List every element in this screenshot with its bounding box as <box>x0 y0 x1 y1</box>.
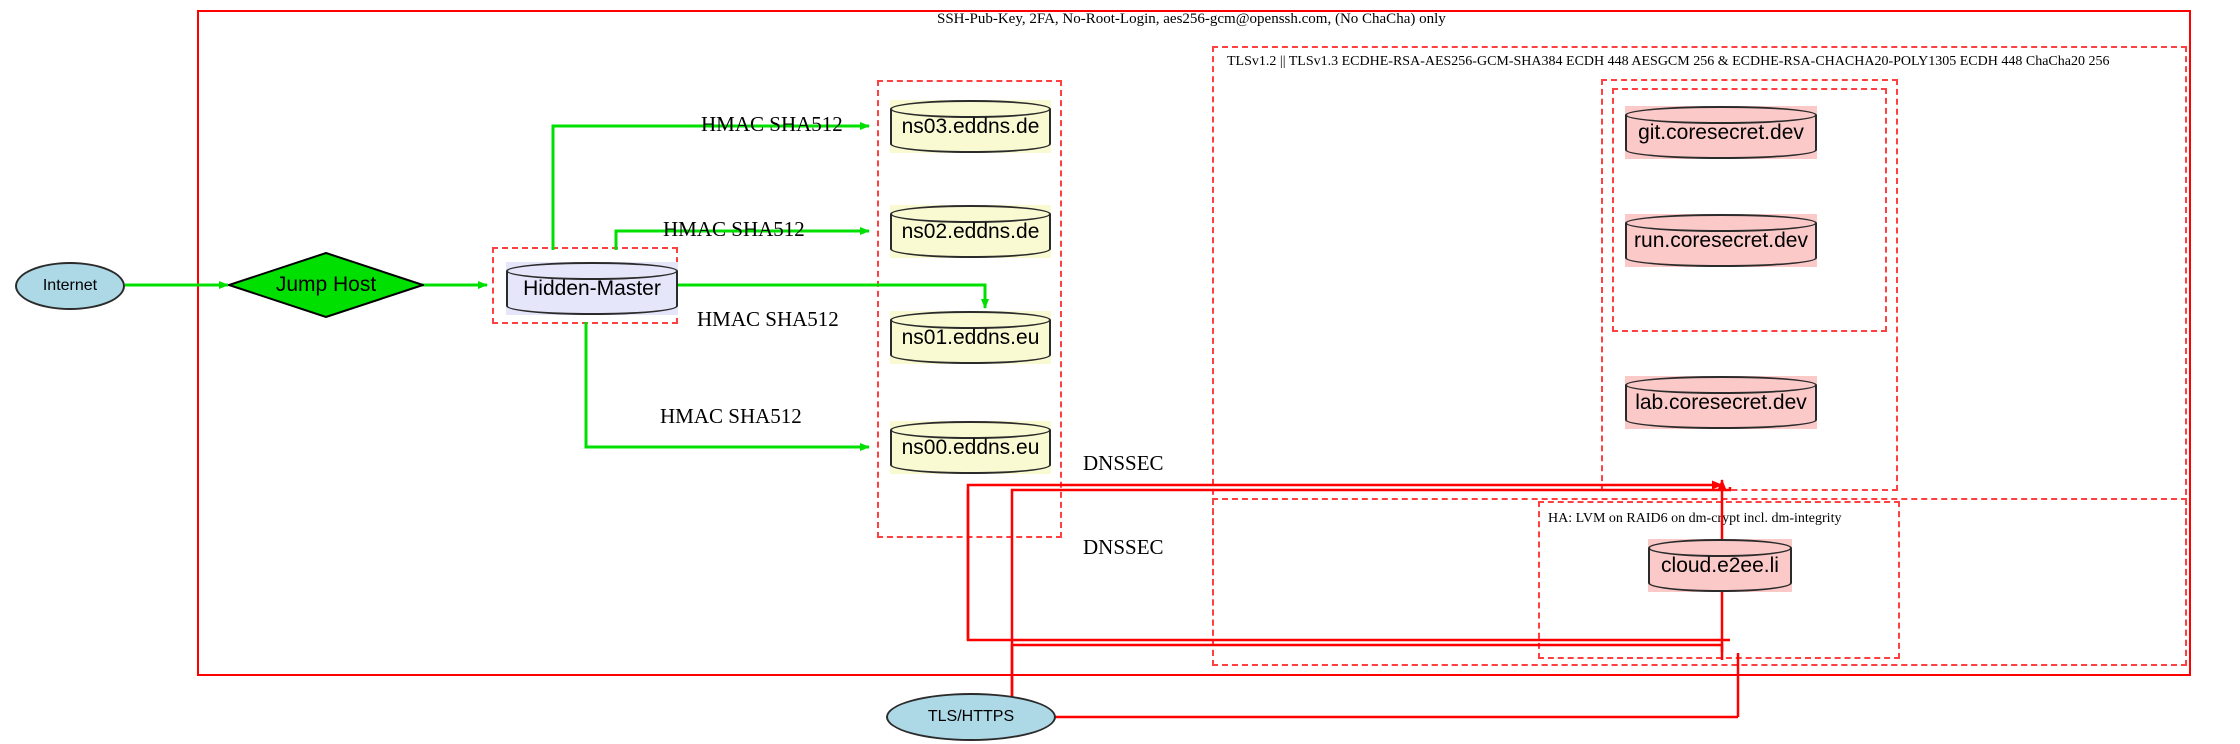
node-cloud-e2ee[interactable]: cloud.e2ee.li <box>1648 539 1792 592</box>
node-jump-host-label: Jump Host <box>275 273 377 296</box>
cylinder-shape <box>890 100 1051 153</box>
node-ns00[interactable]: ns00.eddns.eu <box>890 421 1051 474</box>
node-ns02-label: ns02.eddns.de <box>901 220 1040 243</box>
node-ns02[interactable]: ns02.eddns.de <box>890 205 1051 258</box>
cluster-coresecret-services <box>1601 79 1898 491</box>
node-hidden-master[interactable]: Hidden-Master <box>506 262 678 315</box>
cylinder-shape <box>890 311 1051 364</box>
cluster-coresecret-inner <box>1612 88 1887 332</box>
cylinder-shape <box>506 262 678 315</box>
node-ns03-label: ns03.eddns.de <box>901 115 1040 138</box>
diamond-shape <box>228 252 424 318</box>
edge-label-hmac-ns00: HMAC SHA512 <box>660 404 802 428</box>
cylinder-shape <box>890 421 1051 474</box>
edge-label-dnssec-upper: DNSSEC <box>1083 451 1164 475</box>
edge-label-hmac-ns01: HMAC SHA512 <box>697 307 839 331</box>
edge-label-hmac-ns03: HMAC SHA512 <box>701 112 843 136</box>
node-ns01[interactable]: ns01.eddns.eu <box>890 311 1051 364</box>
node-cloud-e2ee-label: cloud.e2ee.li <box>1661 554 1779 577</box>
edge-label-hmac-ns02: HMAC SHA512 <box>663 217 805 241</box>
node-run-coresecret-label: run.coresecret.dev <box>1634 229 1808 252</box>
node-hidden-master-label: Hidden-Master <box>523 277 661 300</box>
node-ns00-label: ns00.eddns.eu <box>901 436 1040 459</box>
cluster-tls-policy-label: TLSv1.2 || TLSv1.3 ECDHE-RSA-AES256-GCM-… <box>1227 54 2110 69</box>
cylinder-shape <box>1625 376 1817 429</box>
node-internet-label: Internet <box>42 277 98 294</box>
node-ns01-label: ns01.eddns.eu <box>901 326 1040 349</box>
node-ns03[interactable]: ns03.eddns.de <box>890 100 1051 153</box>
cylinder-shape <box>1648 539 1792 592</box>
node-lab-coresecret-label: lab.coresecret.dev <box>1635 391 1807 414</box>
node-internet[interactable]: Internet <box>15 262 125 310</box>
node-run-coresecret[interactable]: run.coresecret.dev <box>1625 214 1817 267</box>
node-tls-https-label: TLS/HTTPS <box>927 708 1015 725</box>
cylinder-shape <box>890 205 1051 258</box>
node-lab-coresecret[interactable]: lab.coresecret.dev <box>1625 376 1817 429</box>
node-git-coresecret-label: git.coresecret.dev <box>1638 121 1804 144</box>
node-tls-https[interactable]: TLS/HTTPS <box>886 693 1056 741</box>
cylinder-shape <box>1625 214 1817 267</box>
cylinder-shape <box>1625 106 1817 159</box>
node-jump-host[interactable]: Jump Host <box>228 252 424 318</box>
cluster-ssh-policy-label: SSH-Pub-Key, 2FA, No-Root-Login, aes256-… <box>937 11 1446 27</box>
edge-label-dnssec-lower: DNSSEC <box>1083 535 1164 559</box>
node-git-coresecret[interactable]: git.coresecret.dev <box>1625 106 1817 159</box>
